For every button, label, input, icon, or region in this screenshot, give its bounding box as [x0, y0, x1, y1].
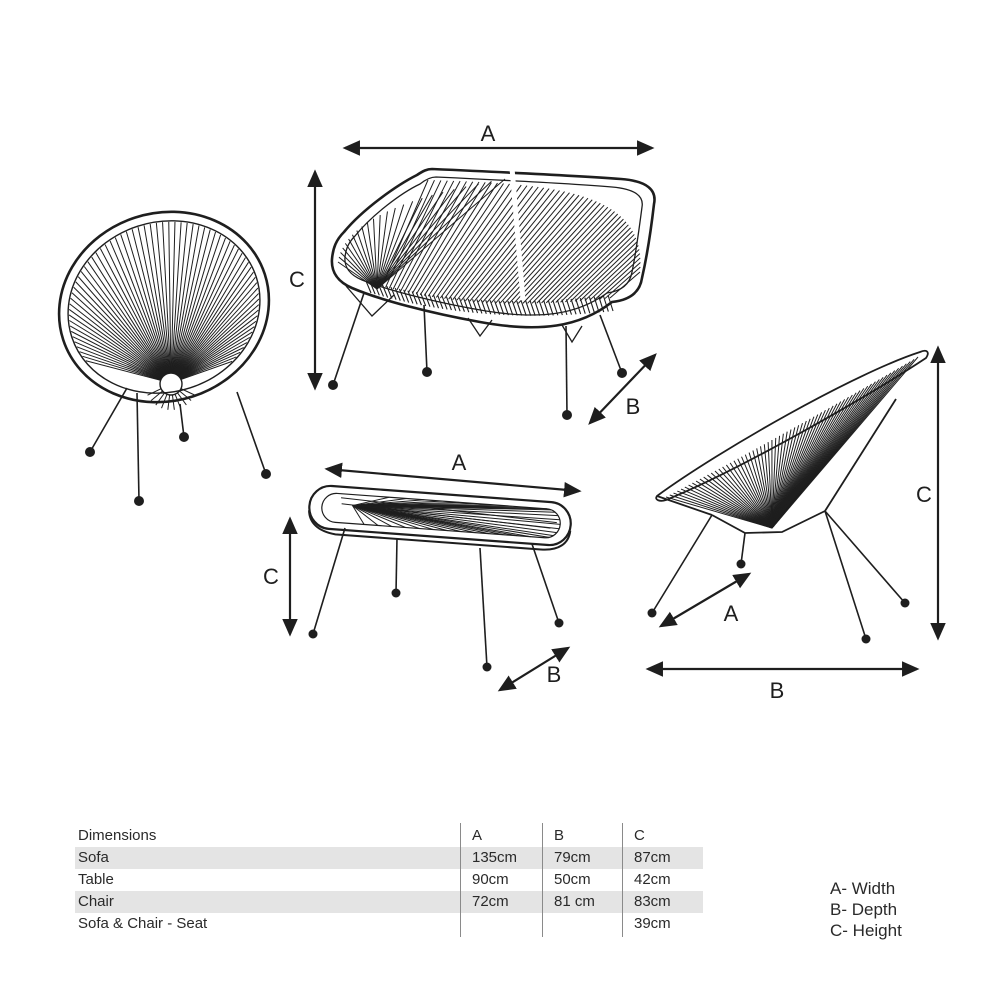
value-c: 39cm: [634, 915, 671, 932]
chair-side-illustration: [647, 349, 929, 644]
table-depth-label: B: [547, 662, 562, 687]
table-height-arrow: C: [263, 516, 298, 637]
table-width-label: A: [452, 450, 467, 475]
legend-depth: B- Depth: [830, 900, 898, 919]
value-a: [460, 913, 542, 935]
row-label: Chair: [78, 893, 114, 910]
table-header-row: Dimensions A B C: [75, 825, 703, 847]
chair-width-arrow: A: [658, 572, 752, 628]
chair-depth-arrow: B: [645, 661, 920, 703]
value-b: 79cm: [554, 849, 591, 866]
dimension-legend: A- Width B- Depth C- Height: [830, 878, 902, 941]
row-label: Sofa: [78, 849, 109, 866]
value-a: 90cm: [472, 871, 509, 888]
header-col-c: C: [634, 827, 645, 844]
sofa-width-label: A: [481, 121, 496, 146]
sofa-height-arrow: C: [289, 169, 323, 391]
table-row-table: Table 90cm 50cm 42cm: [75, 869, 703, 891]
table-width-arrow: A: [324, 450, 582, 498]
table-row-sofa: Sofa 135cm 79cm 87cm: [75, 847, 703, 869]
value-c: 87cm: [634, 849, 671, 866]
sofa-illustration: [328, 167, 656, 420]
table-divider-b: [542, 823, 543, 937]
table-divider-c: [622, 823, 623, 937]
value-b: 81 cm: [554, 893, 595, 910]
row-label: Table: [78, 871, 114, 888]
sofa-depth-label: B: [626, 394, 641, 419]
chair-height-label: C: [916, 482, 932, 507]
sofa-height-label: C: [289, 267, 305, 292]
chair-front-illustration: [57, 210, 271, 506]
chair-width-label: A: [724, 601, 739, 626]
value-a: 135cm: [472, 849, 518, 866]
row-label: Sofa & Chair - Seat: [78, 915, 208, 932]
legend-width: A- Width: [830, 879, 896, 898]
header-col-a: A: [472, 827, 483, 844]
dimensions-table: Dimensions A B C Sofa 135cm 79cm 87cm Ta…: [75, 823, 703, 937]
table-divider-a: [460, 823, 461, 937]
table-height-label: C: [263, 564, 279, 589]
table-illustration: [308, 484, 572, 672]
chair-depth-label: B: [770, 678, 785, 703]
value-b: 50cm: [554, 871, 591, 888]
value-b: [542, 913, 622, 935]
header-col-b: B: [554, 827, 565, 844]
sofa-width-arrow: A: [342, 121, 655, 156]
table-row-seat: Sofa & Chair - Seat 39cm: [75, 913, 703, 935]
value-c: 42cm: [634, 871, 671, 888]
chair-height-arrow: C: [916, 345, 946, 641]
header-dimensions: Dimensions: [78, 827, 157, 844]
value-c: 83cm: [634, 893, 671, 910]
legend-height: C- Height: [830, 921, 902, 940]
sofa-depth-arrow: B: [588, 353, 657, 425]
table-depth-arrow: B: [497, 646, 571, 692]
value-a: 72cm: [472, 893, 509, 910]
table-row-chair: Chair 72cm 81 cm 83cm: [75, 891, 703, 913]
